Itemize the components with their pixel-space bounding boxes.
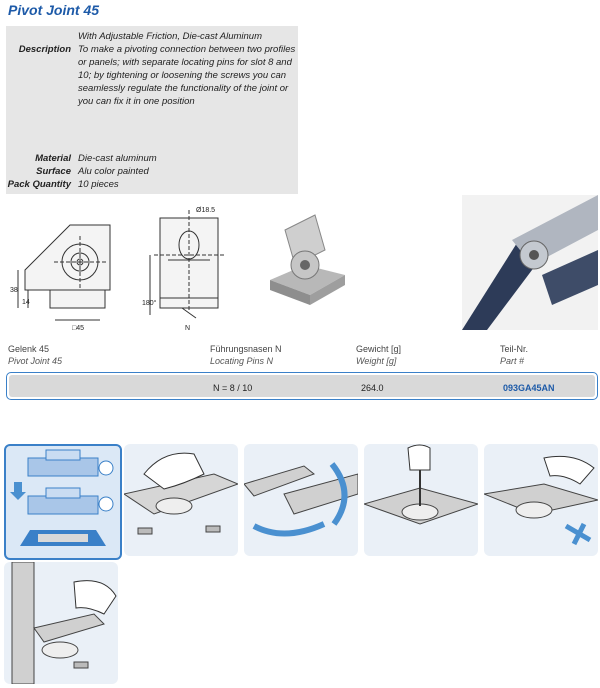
surface-label: Surface — [36, 166, 71, 177]
pack-label: Pack Quantity — [7, 179, 71, 190]
description-text: To make a pivoting connection between tw… — [78, 44, 296, 107]
col-weight-en: Weight [g] — [356, 356, 397, 366]
technical-drawing: Ø18.5 38 14 □45 180° N — [10, 207, 224, 332]
table-row: N = 8 / 10 264.0 093GA45AN — [6, 372, 598, 400]
row-weight: 264.0 — [361, 383, 384, 393]
col-pins-en: Locating Pins N — [210, 356, 274, 366]
dim-diameter: Ø18.5 — [196, 207, 215, 214]
application-photo — [462, 195, 598, 330]
col-part-de: Teil-Nr. — [500, 344, 529, 354]
row-pins: N = 8 / 10 — [213, 383, 253, 393]
dim-n: N — [185, 325, 190, 332]
pack-value: 10 pieces — [78, 179, 119, 190]
assembly-step-pins — [4, 444, 122, 560]
pins-insert-illustration — [10, 449, 114, 546]
col-pins-de: Führungsnasen N — [210, 344, 282, 354]
vertical-mount-illustration — [11, 562, 117, 684]
tighten-screw-illustration — [364, 444, 478, 525]
assembly-step-rotate — [244, 444, 358, 556]
dim-14: 14 — [22, 299, 30, 306]
col-part-en: Part # — [500, 356, 525, 366]
col-article-de: Gelenk 45 — [8, 344, 50, 354]
dim-38: 38 — [10, 287, 18, 294]
rotate-illustration — [244, 462, 358, 537]
assembly-step-tighten — [364, 444, 478, 556]
assembly-step-insert — [124, 444, 238, 556]
spec-panel: With Adjustable Friction, Die-cast Alumi… — [6, 26, 298, 194]
assembly-step-vertical — [4, 562, 118, 684]
row-part-number: 093GA45AN — [503, 383, 555, 393]
col-article-en: Pivot Joint 45 — [8, 356, 63, 366]
description-label: Description — [18, 44, 71, 55]
product-render-image — [270, 214, 345, 305]
spec-intro: With Adjustable Friction, Die-cast Alumi… — [78, 31, 262, 42]
material-value: Die-cast aluminum — [78, 153, 157, 164]
dim-45: □45 — [72, 325, 84, 332]
insert-joint-illustration — [124, 452, 238, 535]
assembly-step-adjust — [484, 444, 598, 556]
product-title: Pivot Joint 45 — [8, 2, 100, 18]
dim-180: 180° — [142, 299, 157, 307]
surface-value: Alu color painted — [78, 166, 149, 177]
adjust-friction-illustration — [484, 455, 598, 546]
col-weight-de: Gewicht [g] — [356, 344, 402, 354]
material-label: Material — [35, 153, 71, 164]
